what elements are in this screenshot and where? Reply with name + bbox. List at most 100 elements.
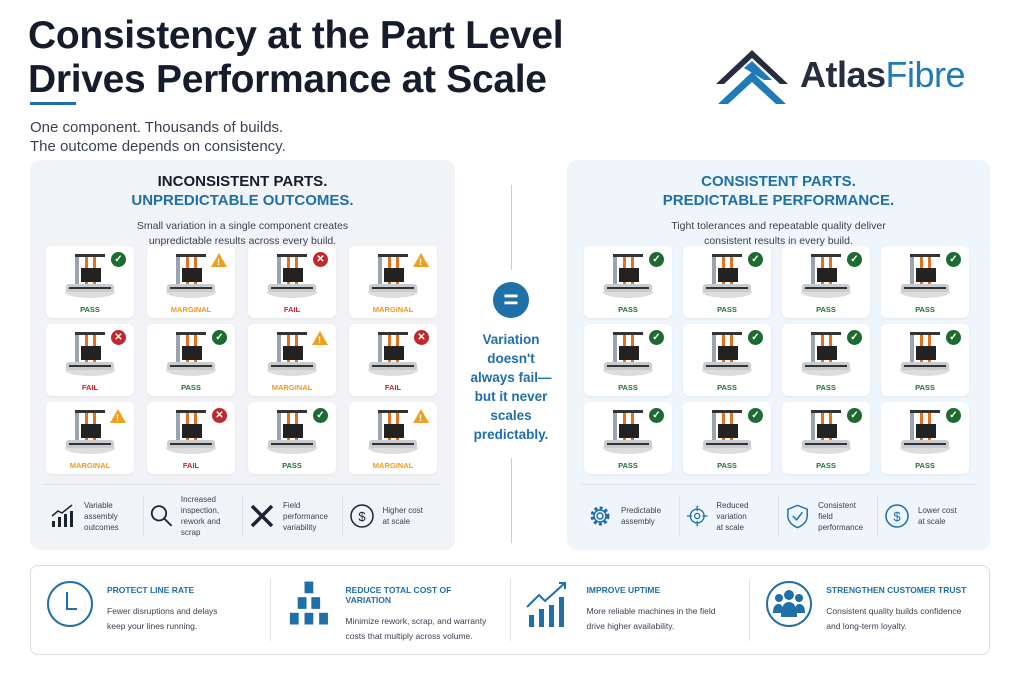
panel-heading: INCONSISTENT PARTS. — [157, 173, 328, 190]
status-label: PASS — [816, 383, 836, 392]
target-icon — [686, 505, 708, 527]
logo-text-atlas: Atlas — [800, 54, 886, 95]
status-label: PASS — [181, 383, 201, 392]
check-icon: ✓ — [748, 252, 763, 267]
machine-icon — [702, 410, 752, 454]
dollar-icon: $ — [349, 504, 374, 528]
build-card-pass: ✓PASS — [584, 324, 672, 396]
divider-line — [511, 458, 512, 543]
machine-icon — [267, 254, 317, 298]
feature-label: variability — [283, 522, 317, 532]
warning-icon: ! — [211, 253, 227, 267]
atlasfibre-logo: AtlasFibre — [714, 46, 966, 104]
feature-label: Reduced variation — [716, 500, 749, 521]
status-label: PASS — [80, 305, 100, 314]
status-label: PASS — [717, 461, 737, 470]
x-icon: ✕ — [212, 408, 227, 423]
equals-icon: = — [493, 282, 529, 318]
build-card-marginal: ! MARGINAL — [46, 402, 134, 474]
status-label: FAIL — [81, 383, 99, 392]
stacked-boxes-icon — [289, 581, 328, 625]
title-line: Consistency at the Part Level — [28, 14, 564, 57]
status-label: MARGINAL — [372, 461, 414, 470]
machine-icon — [368, 410, 418, 454]
benefit-title: IMPROVE UPTIME — [586, 585, 661, 595]
feature-label: Higher cost — [382, 506, 423, 515]
status-label: PASS — [717, 383, 737, 392]
x-icon: ✕ — [111, 330, 126, 345]
status-label: MARGINAL — [170, 305, 212, 314]
feature-label: Consistent field — [818, 500, 856, 521]
status-label: MARGINAL — [69, 461, 111, 470]
panel-description: Tight tolerances and repeatable quality … — [671, 220, 886, 232]
build-card-pass: ✓PASS — [683, 324, 771, 396]
status-label: FAIL — [182, 461, 200, 470]
feature-label: rework and scrap — [180, 517, 221, 537]
divider-line — [511, 185, 512, 270]
warning-icon: ! — [413, 409, 429, 423]
benefit-text: drive higher availability. — [586, 621, 675, 631]
machine-icon — [166, 254, 216, 298]
message-line: Variation — [482, 332, 540, 347]
machine-icon — [801, 410, 851, 454]
check-icon: ✓ — [847, 330, 862, 345]
x-icon: ✕ — [313, 252, 328, 267]
message-line: always fail— — [470, 370, 552, 385]
build-card-pass: ✓ PASS — [584, 402, 672, 474]
inconsistent-parts-panel: INCONSISTENT PARTS. UNPREDICTABLE OUTCOME… — [30, 160, 455, 550]
benefit-title: REDUCE TOTAL COST OF VARIATION — [345, 585, 452, 605]
feature-label: assembly — [84, 511, 118, 521]
build-results-grid: ✓ PASS! MARGINAL ✕ FAIL! MARGINAL ✕ FAIL ✓ PASS! M… — [46, 246, 437, 474]
machine-icon — [900, 254, 950, 298]
check-icon: ✓ — [313, 408, 328, 423]
message-line: doesn't — [487, 351, 535, 366]
panel-heading: UNPREDICTABLE OUTCOMES. — [131, 192, 354, 209]
warning-icon: ! — [110, 409, 126, 423]
status-label: FAIL — [283, 305, 301, 314]
status-label: PASS — [618, 305, 638, 314]
panel-heading: CONSISTENT PARTS. — [701, 173, 856, 190]
subtitle-line: One component. Thousands of builds. — [30, 119, 284, 136]
feature-label: Variable — [84, 500, 113, 510]
build-card-fail: ✕ FAIL — [147, 402, 235, 474]
build-card-pass: ✓PASS — [782, 402, 870, 474]
dollar-icon: $ — [885, 504, 909, 528]
status-label: PASS — [618, 461, 638, 470]
check-icon: ✓ — [111, 252, 126, 267]
build-card-pass: ✓PASS — [147, 324, 235, 396]
machine-icon — [702, 332, 752, 376]
message-line: but it never — [474, 389, 548, 404]
tools-icon — [250, 504, 274, 528]
status-label: PASS — [618, 383, 638, 392]
build-card-fail: ✕ FAIL — [248, 246, 336, 318]
growth-chart-icon — [525, 582, 566, 627]
benefit-text: Consistent quality builds confidence — [826, 606, 962, 616]
build-card-fail: ✕ FAIL — [46, 324, 134, 396]
message-line: scales — [490, 408, 532, 423]
build-card-pass: ✓ PASS — [46, 246, 134, 318]
machine-icon — [368, 332, 418, 376]
build-card-pass: ✓PASS — [683, 246, 771, 318]
feature-label: outcomes — [84, 522, 119, 532]
feature-label: inspection, — [180, 506, 220, 515]
feature-higher-cost: $ Higher cost at scale — [341, 495, 442, 537]
build-results-grid: ✓PASS✓PASS✓PASS✓PASS✓PASS✓PASS✓PASS✓PASS… — [584, 246, 969, 474]
machine-icon — [900, 410, 950, 454]
machine-icon — [166, 410, 216, 454]
build-card-pass: ✓ PASS — [782, 324, 870, 396]
check-icon: ✓ — [649, 408, 664, 423]
status-label: PASS — [816, 461, 836, 470]
build-card-marginal: !MARGINAL — [248, 324, 336, 396]
gear-icon — [590, 506, 610, 526]
build-card-pass: ✓PASS — [248, 402, 336, 474]
machine-icon — [603, 332, 653, 376]
machine-icon — [267, 410, 317, 454]
feature-label: at scale — [382, 517, 411, 526]
